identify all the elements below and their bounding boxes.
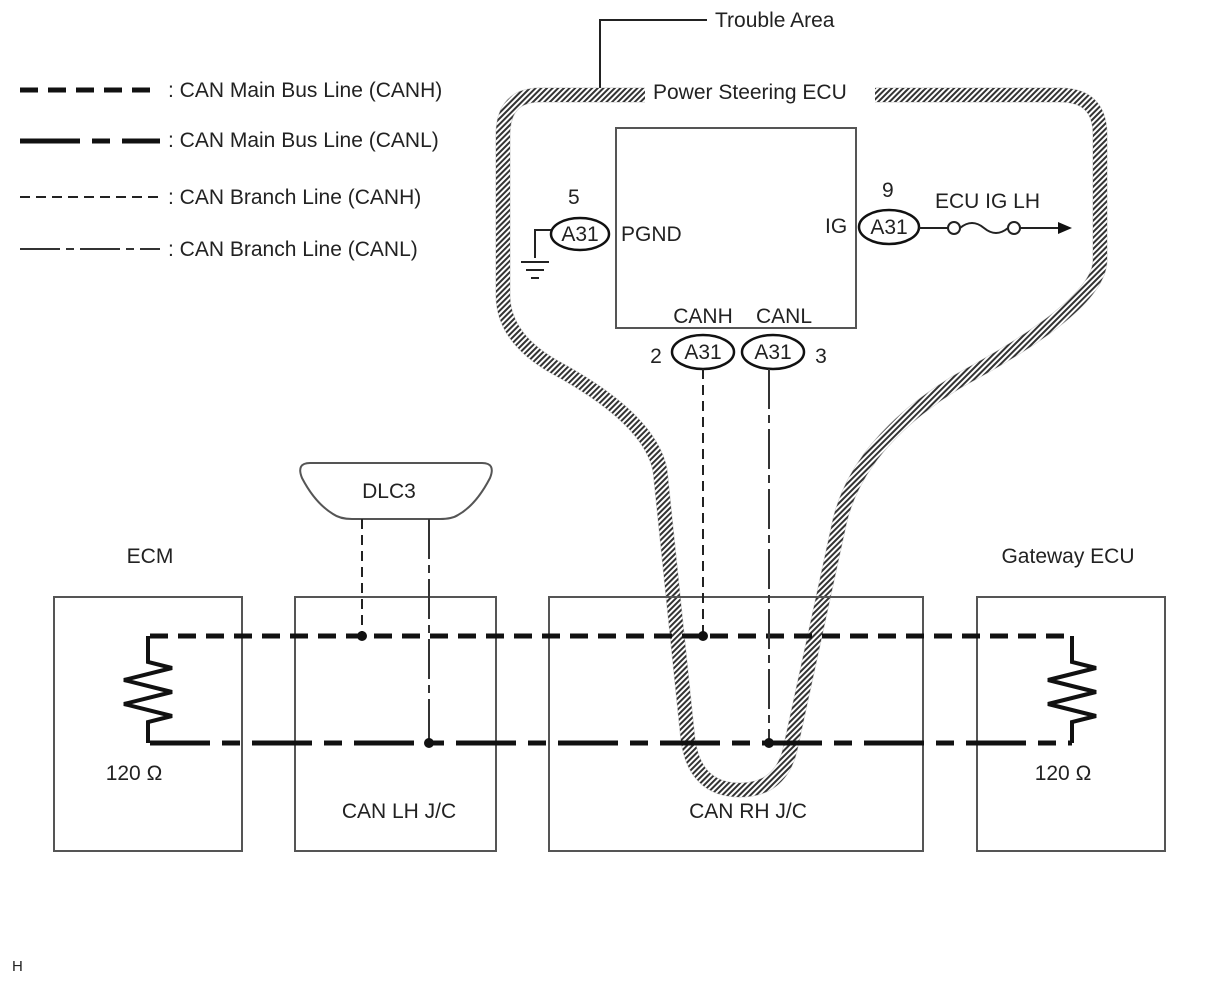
ecu-ig-lh-label: ECU IG LH [935,190,1040,213]
connector-ellipse [549,216,611,252]
pin-pgnd: 5 A31 PGND [521,186,682,279]
ecm-resistor-icon [123,636,173,743]
callout-leader-line [599,19,707,92]
can-lh-jc: CAN LH J/C [294,596,497,852]
power-steering-ecu-box [615,127,857,329]
pin-ig: IG 9 A31 ECU IG LH [825,179,1072,246]
pin-number: 2 [650,345,662,368]
connector-id: A31 [561,223,598,246]
legend-label: : CAN Branch Line (CANH) [168,186,421,209]
trouble-area-callout: Trouble Area [599,9,835,92]
pin-number: 9 [882,179,894,202]
can-rh-jc-label: CAN RH J/C [689,800,807,823]
arrow-icon [1058,222,1072,234]
power-steering-ecu-label: Power Steering ECU [653,81,847,104]
pin-canl: CANL 3 A31 [740,305,827,371]
legend-item-main-canl: : CAN Main Bus Line (CANL) [20,129,439,152]
dlc3-label: DLC3 [362,480,416,503]
junction-node [764,738,774,748]
junction-node [698,631,708,641]
gateway-ecu: Gateway ECU 120 Ω [976,545,1166,852]
legend-label: : CAN Branch Line (CANL) [168,238,418,261]
ecm-label: ECM [127,545,174,568]
pin-number: 3 [815,345,827,368]
ecm: ECM 120 Ω [53,545,243,852]
legend-label: : CAN Main Bus Line (CANL) [168,129,439,152]
legend-item-main-canh: : CAN Main Bus Line (CANH) [20,79,442,102]
trouble-area-outline: Power Steering ECU [495,81,1108,798]
pin-number: 5 [568,186,580,209]
fuse-icon [947,221,1021,235]
trouble-area-label: Trouble Area [715,9,835,32]
signal-name: PGND [621,223,682,246]
connector-id: A31 [870,216,907,239]
signal-name: IG [825,215,847,238]
junction-node [357,631,367,641]
gateway-resistor-icon [1047,636,1097,743]
signal-name: CANH [673,305,733,328]
figure-code: H [12,958,23,975]
ground-icon [521,261,549,279]
legend: : CAN Main Bus Line (CANH) : CAN Main Bu… [20,79,442,261]
connector-id: A31 [754,341,791,364]
resistor-value: 120 Ω [106,762,163,785]
legend-item-branch-canh: : CAN Branch Line (CANH) [20,186,421,209]
dlc3-connector: DLC3 [299,462,493,520]
legend-item-branch-canl: : CAN Branch Line (CANL) [20,238,418,261]
can-lh-jc-label: CAN LH J/C [342,800,456,823]
junction-node [424,738,434,748]
connector-ellipse [740,333,806,371]
signal-name: CANL [756,305,812,328]
pin-canh: CANH 2 A31 [650,305,736,371]
gateway-ecu-label: Gateway ECU [1001,545,1134,568]
legend-label: : CAN Main Bus Line (CANH) [168,79,442,102]
can-rh-jc: CAN RH J/C [548,596,924,852]
connector-id: A31 [684,341,721,364]
resistor-value: 120 Ω [1035,762,1092,785]
